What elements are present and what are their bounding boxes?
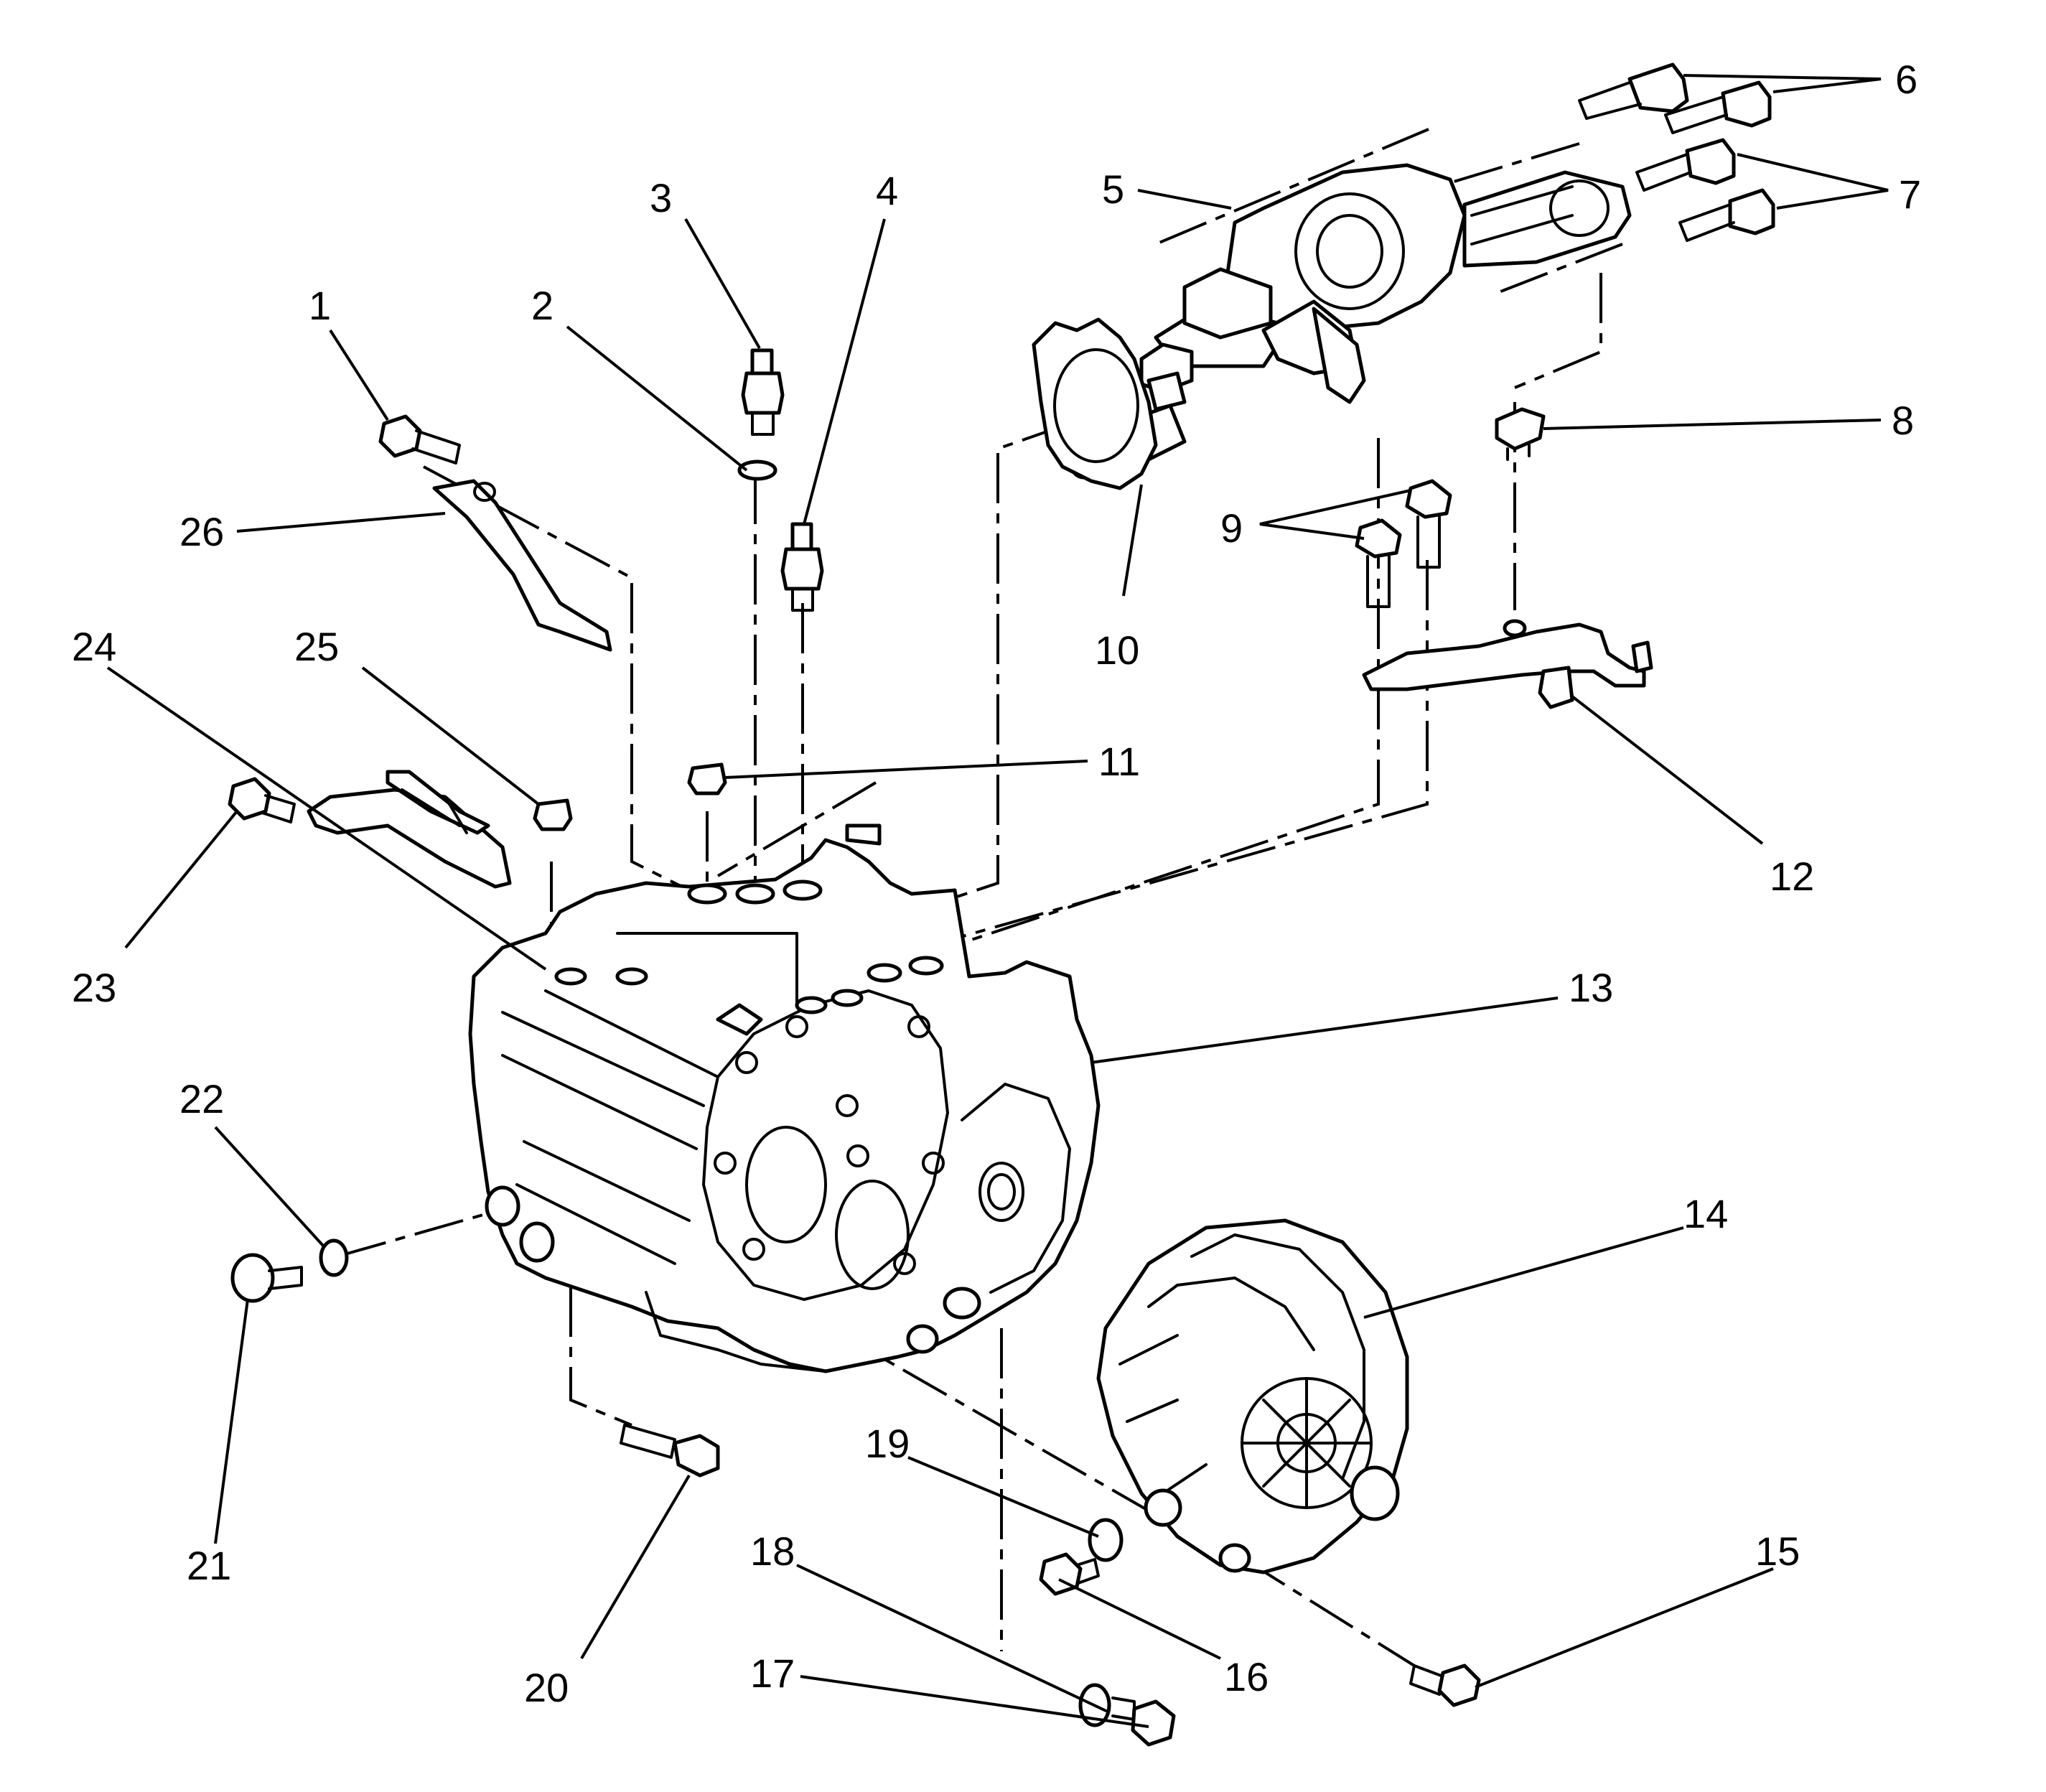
callout-19: 19 — [865, 1421, 910, 1466]
clutch-housing — [1096, 1218, 1409, 1574]
washer-22 — [319, 1238, 349, 1277]
bracket-26 — [432, 479, 612, 652]
transmission-case — [468, 823, 1101, 1373]
bolt-15 — [1409, 1663, 1481, 1707]
callout-15: 15 — [1755, 1529, 1800, 1574]
leader-lines — [106, 74, 1889, 1728]
bolt-23 — [228, 777, 296, 823]
actuator-gasket — [1032, 317, 1158, 490]
plug-25 — [533, 798, 573, 831]
callout-23: 23 — [72, 965, 116, 1010]
callout-20: 20 — [524, 1665, 569, 1710]
washer-19 — [1088, 1518, 1124, 1562]
actuator-bolts-7 — [1635, 138, 1775, 242]
callout-4: 4 — [876, 168, 898, 213]
callout-2: 2 — [531, 283, 553, 328]
plug-21 — [230, 1253, 303, 1303]
washer-2 — [737, 459, 777, 481]
callout-24: 24 — [72, 624, 116, 669]
actuator-bolts-6 — [1578, 62, 1772, 134]
shift-lever — [1362, 619, 1653, 709]
callout-8: 8 — [1892, 398, 1914, 443]
callout-9: 9 — [1220, 505, 1243, 551]
callout-1: 1 — [309, 283, 331, 328]
plug-11 — [687, 762, 727, 795]
callout-10: 10 — [1095, 627, 1139, 673]
callout-18: 18 — [750, 1529, 795, 1574]
bolt-1 — [378, 414, 461, 465]
callout-22: 22 — [179, 1076, 224, 1121]
callout-14: 14 — [1683, 1191, 1728, 1236]
shift-lever-bolts — [1355, 479, 1452, 608]
bracket-24 — [307, 770, 512, 889]
callout-17: 17 — [750, 1651, 795, 1696]
callout-3: 3 — [650, 175, 672, 220]
callout-16: 16 — [1224, 1654, 1269, 1699]
retaining-clip — [1495, 407, 1546, 461]
plug-17 — [1111, 1697, 1176, 1747]
callout-21: 21 — [187, 1543, 231, 1588]
bolt-16 — [1039, 1552, 1100, 1596]
callout-13: 13 — [1569, 965, 1613, 1010]
assembly-center-lines — [337, 128, 1623, 1667]
callout-25: 25 — [294, 624, 339, 669]
callout-5: 5 — [1102, 167, 1124, 212]
bolt-20 — [620, 1424, 720, 1478]
switch-4 — [780, 522, 824, 612]
callout-7: 7 — [1899, 172, 1921, 217]
callout-26: 26 — [179, 509, 224, 554]
callout-6: 6 — [1895, 57, 1917, 102]
callout-labels: 1 2 3 4 5 6 7 8 9 10 11 12 13 14 15 16 1… — [72, 57, 1921, 1710]
callout-11: 11 — [1098, 739, 1140, 784]
callout-12: 12 — [1770, 854, 1814, 899]
switch-3 — [741, 348, 785, 436]
